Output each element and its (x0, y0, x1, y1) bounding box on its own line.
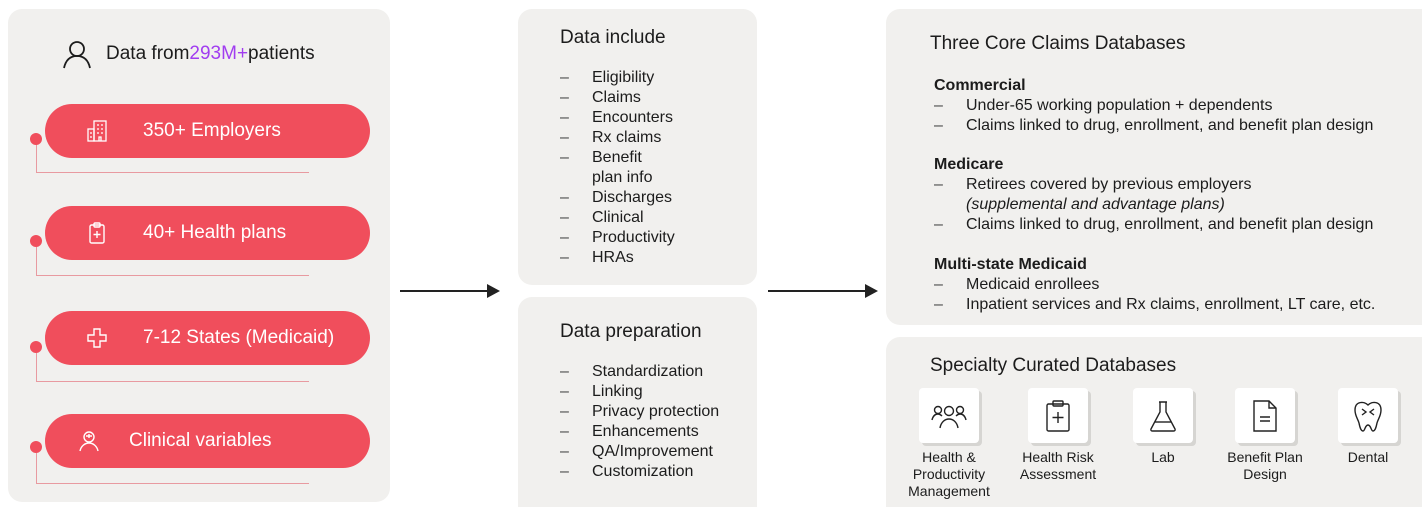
list-item: Customization (560, 462, 719, 482)
list-item: Under-65 working population + dependents (934, 96, 1373, 116)
pill-label: 350+ Employers (143, 120, 281, 141)
list-item: HRAs (560, 248, 675, 268)
list-item: QA/Improvement (560, 442, 719, 462)
pill-label: 40+ Health plans (143, 222, 287, 243)
medical-cross-icon (85, 326, 109, 350)
pill-clinical: Clinical variables (45, 414, 370, 468)
flask-icon (1150, 400, 1176, 432)
data-include-list: Eligibility Claims Encounters Rx claims … (560, 68, 675, 268)
tile-label: Benefit Plan Design (1227, 449, 1303, 482)
list-item: Linking (560, 382, 719, 402)
commercial-section: Commercial Under-65 working population +… (934, 76, 1373, 136)
list-item: Claims linked to drug, enrollment, and b… (934, 116, 1373, 136)
tile-label: Dental (1347, 449, 1389, 465)
flow-arrow (768, 284, 878, 298)
connector-dot (30, 441, 42, 453)
section-heading: Multi-state Medicaid (934, 256, 1087, 273)
tooth-icon (1354, 401, 1382, 432)
medicare-section: Medicare Retirees covered by previous em… (934, 155, 1373, 235)
pill-health-plans: 40+ Health plans (45, 206, 370, 260)
list-item: Discharges (560, 188, 675, 208)
list-item: Standardization (560, 362, 719, 382)
pill-label: Clinical variables (129, 430, 272, 451)
list-item-text: Retirees covered by previous employers (966, 176, 1252, 193)
list-item: Rx claims (560, 128, 675, 148)
data-preparation-panel: Data preparation Standardization Linking… (518, 297, 757, 507)
data-include-title: Data include (560, 27, 666, 48)
connector-dot (30, 235, 42, 247)
clipboard-plus-icon (1046, 399, 1070, 432)
specialty-databases-panel: Specialty Curated Databases Health & Pro… (886, 337, 1422, 507)
list-item-note: (supplemental and advantage plans) (966, 196, 1225, 213)
connector-dot (30, 341, 42, 353)
connector-line (36, 238, 37, 276)
list-item: Claims linked to drug, enrollment, and b… (934, 215, 1373, 235)
patient-count: 293M+ (189, 43, 249, 64)
list-item: Encounters (560, 108, 675, 128)
benefit-plan-tile (1235, 388, 1295, 443)
building-icon (85, 119, 109, 143)
pill-label: 7-12 States (Medicaid) (143, 327, 335, 348)
pill-employers: 350+ Employers (45, 104, 370, 158)
list-item: Benefit (560, 148, 675, 168)
people-group-icon (931, 405, 967, 428)
header-suffix: patients (248, 43, 315, 64)
tile-label: Lab (1151, 449, 1175, 465)
connector-line (36, 381, 309, 382)
list-item: Enhancements (560, 422, 719, 442)
list-item: Retirees covered by previous employers (… (934, 175, 1373, 215)
list-item-continuation: plan info (592, 169, 653, 186)
flow-arrow (400, 284, 500, 298)
section-heading: Commercial (934, 77, 1026, 94)
sources-panel: Data from 293M+ patients 350+ Employers … (8, 9, 390, 502)
data-preparation-list: Standardization Linking Privacy protecti… (560, 362, 719, 482)
data-preparation-title: Data preparation (560, 321, 702, 342)
tile-label: Health & Productivity Management (908, 449, 990, 499)
connector-line (36, 137, 37, 173)
connector-line (36, 172, 309, 173)
clinician-icon (77, 429, 101, 453)
core-title: Three Core Claims Databases (930, 33, 1186, 54)
person-icon (63, 41, 91, 69)
list-item: Claims (560, 88, 675, 108)
list-item: Eligibility (560, 68, 675, 88)
dental-tile (1338, 388, 1398, 443)
specialty-title: Specialty Curated Databases (930, 355, 1177, 376)
pill-states: 7-12 States (Medicaid) (45, 311, 370, 365)
health-productivity-tile (919, 388, 979, 443)
list-item: Privacy protection (560, 402, 719, 422)
header-prefix: Data from (106, 43, 190, 64)
connector-line (36, 275, 309, 276)
list-item: Clinical (560, 208, 675, 228)
list-item: Medicaid enrollees (934, 275, 1375, 295)
connector-line (36, 444, 37, 484)
patients-header: Data from 293M+ patients (62, 39, 315, 69)
list-item: Inpatient services and Rx claims, enroll… (934, 295, 1375, 315)
clipboard-plus-icon (85, 221, 109, 245)
medicaid-section: Multi-state Medicaid Medicaid enrollees … (934, 255, 1375, 315)
section-heading: Medicare (934, 156, 1004, 173)
document-icon (1253, 399, 1277, 432)
data-include-panel: Data include Eligibility Claims Encounte… (518, 9, 757, 285)
core-databases-panel: Three Core Claims Databases Commercial U… (886, 9, 1422, 325)
list-item: Productivity (560, 228, 675, 248)
connector-line (36, 483, 309, 484)
tile-label: Health Risk Assessment (1019, 449, 1097, 482)
connector-line (36, 344, 37, 382)
health-risk-tile (1028, 388, 1088, 443)
connector-dot (30, 133, 42, 145)
lab-tile (1133, 388, 1193, 443)
